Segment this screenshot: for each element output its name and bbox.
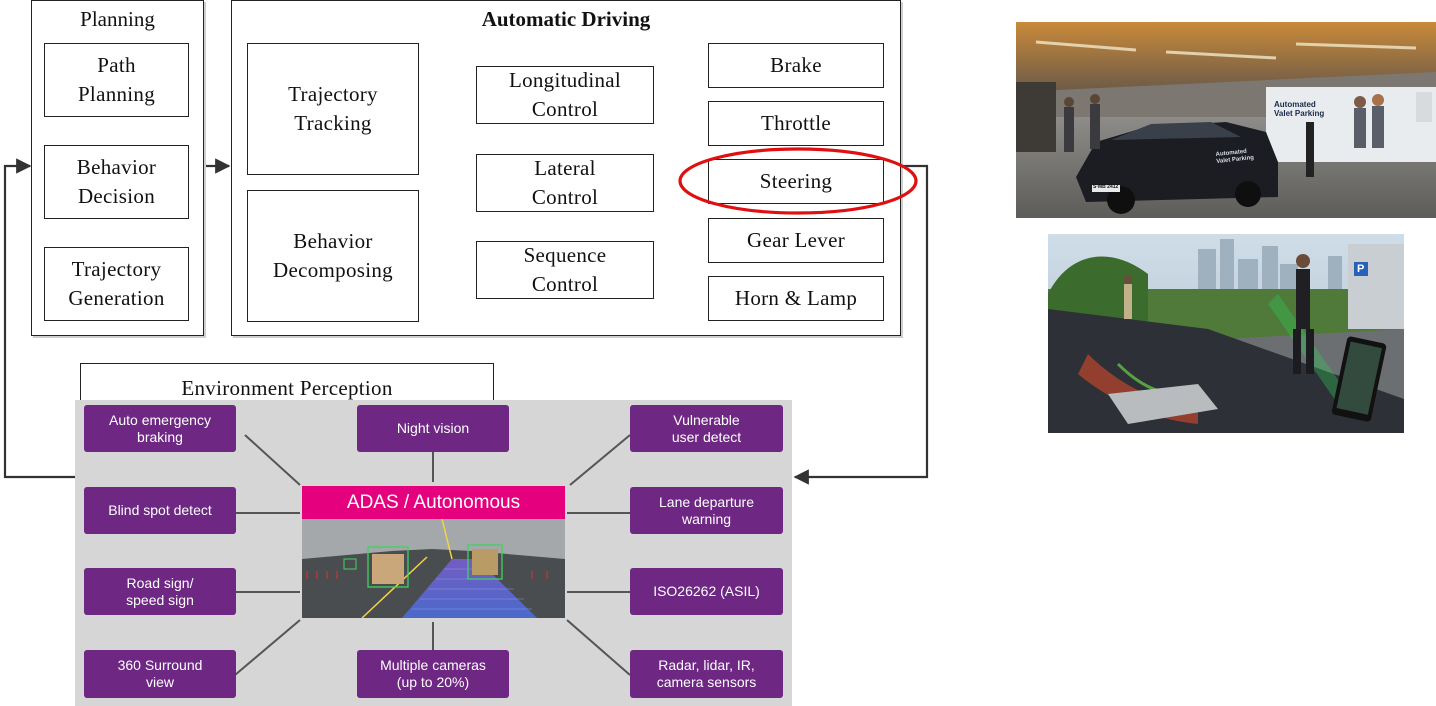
automatic-driving-title: Automatic Driving — [481, 7, 651, 31]
box-label: Generation — [68, 286, 165, 310]
box-label: Sequence — [523, 242, 607, 267]
box-label: Planning — [77, 82, 156, 106]
smart-parking-photo: P — [1048, 234, 1404, 433]
garage-scene — [1016, 22, 1436, 218]
steering-box: Steering — [708, 159, 884, 204]
adas-title: ADAS / Autonomous — [302, 486, 565, 519]
steering-highlight-ellipse — [678, 147, 918, 215]
adas-connectors — [234, 434, 631, 676]
parking-sign: P — [1357, 263, 1365, 275]
environment-perception-title: Environment Perception — [181, 376, 393, 400]
pill-label: (up to 20%) — [396, 674, 470, 690]
adas-feature-night-vision: Night vision — [357, 405, 509, 452]
pill-label: braking — [137, 428, 183, 445]
pill-label: camera sensors — [656, 674, 757, 690]
pill-label: Auto emergency — [109, 411, 211, 428]
pill-label: warning — [681, 510, 732, 527]
box-label: Control — [531, 97, 599, 121]
pill-label: Radar, lidar, IR, — [658, 657, 755, 673]
box-label: Trajectory — [71, 256, 162, 281]
box-label: Lateral — [534, 155, 596, 180]
parking-scene — [1048, 234, 1404, 433]
box-label: Trajectory — [288, 81, 378, 106]
adas-feature-multiple-cameras: Multiple cameras(up to 20%) — [357, 650, 509, 698]
pill-label: 360 Surround — [117, 657, 203, 673]
valet-sign-text: Automated Valet Parking — [1274, 100, 1324, 118]
adas-feature-road-sign: Road sign/speed sign — [84, 568, 236, 615]
sign-line: Valet Parking — [1274, 109, 1325, 118]
horn-lamp-box: Horn & Lamp — [708, 276, 884, 321]
box-label: Control — [531, 272, 599, 296]
adas-feature-blind-spot-detect: Blind spot detect — [84, 487, 236, 534]
pill-label: Road sign/ — [126, 574, 194, 591]
box-label: Control — [531, 185, 599, 209]
feedback-line — [3, 158, 75, 479]
adas-road-image — [302, 519, 565, 618]
adas-feature-radar-lidar: Radar, lidar, IR,camera sensors — [630, 650, 783, 698]
box-label: Decision — [77, 184, 156, 208]
pill-label: speed sign — [126, 591, 194, 608]
planning-title: Planning — [80, 7, 155, 31]
box-label: Behavior — [76, 154, 157, 179]
pill-label: Vulnerable — [673, 411, 740, 428]
adas-feature-iso26262: ISO26262 (ASIL) — [630, 568, 783, 615]
license-plate: S·MB 2412 — [1093, 184, 1119, 190]
valet-parking-garage-photo: Automated Valet Parking Automated Valet … — [1016, 22, 1436, 218]
brake-box: Brake — [708, 43, 884, 88]
throttle-box: Throttle — [708, 101, 884, 146]
box-label: Decomposing — [273, 258, 393, 282]
box-label: Longitudinal — [508, 67, 622, 92]
box-label: Tracking — [294, 111, 372, 135]
pill-label: Lane departure — [659, 493, 754, 510]
sign-line: Automated — [1274, 100, 1316, 109]
pill-label: user detect — [671, 428, 742, 445]
box-label: Behavior — [293, 228, 373, 253]
pill-label: view — [145, 674, 174, 690]
box-label: Path — [97, 52, 136, 77]
pill-label: Multiple cameras — [380, 657, 486, 673]
gear-lever-box: Gear Lever — [708, 218, 884, 263]
